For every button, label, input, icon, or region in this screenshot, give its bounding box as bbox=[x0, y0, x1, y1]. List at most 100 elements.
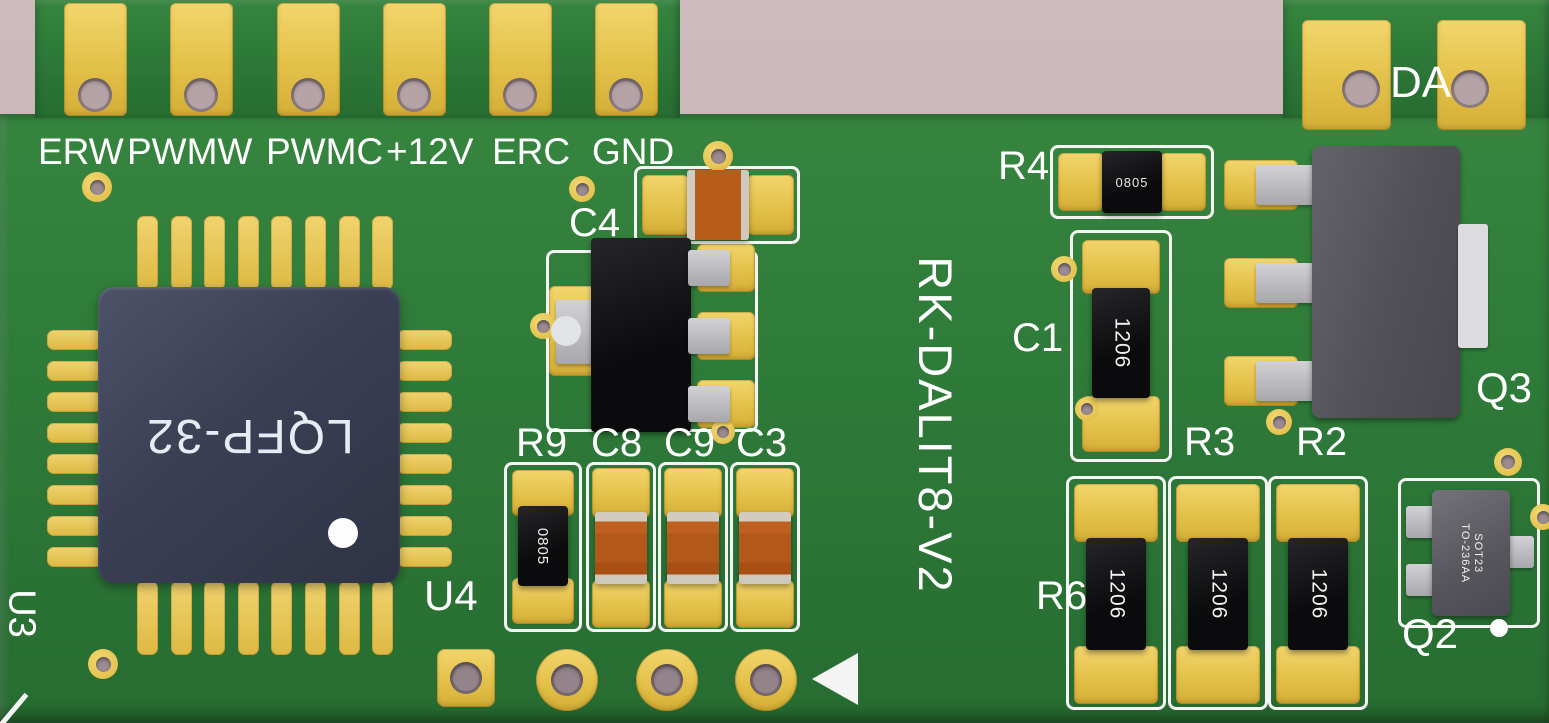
r4-body: 0805 bbox=[1102, 151, 1162, 213]
r2-body: 1206 bbox=[1288, 538, 1348, 650]
q2-silkscreen bbox=[1398, 478, 1540, 628]
q2-marking-line1: SOT23 bbox=[1472, 533, 1485, 573]
label-pwmc: PWMC bbox=[266, 131, 384, 172]
drill-hole bbox=[551, 664, 583, 696]
c4-capacitor-body bbox=[687, 170, 749, 240]
drill-hole bbox=[78, 78, 112, 112]
u3-pin bbox=[47, 454, 102, 474]
refdes-u4: U4 bbox=[424, 572, 478, 619]
q2-marking-line2: TO-236AA bbox=[1459, 523, 1471, 583]
r3-pad bbox=[1176, 646, 1260, 704]
drill-hole bbox=[750, 664, 782, 696]
u4-lead bbox=[688, 318, 730, 354]
q2-lead bbox=[1406, 564, 1436, 596]
c3-pad bbox=[736, 580, 794, 628]
refdes-c3: C3 bbox=[736, 421, 788, 465]
via bbox=[1494, 448, 1522, 476]
u3-pin bbox=[397, 516, 452, 536]
via bbox=[82, 172, 112, 202]
via bbox=[569, 176, 595, 202]
via-hole bbox=[717, 426, 729, 438]
da-pad-left bbox=[1302, 20, 1391, 130]
u3-pin bbox=[137, 216, 158, 290]
c9-pad bbox=[664, 580, 722, 628]
u3-pin bbox=[137, 581, 158, 655]
drill-hole bbox=[291, 78, 325, 112]
u3-pin bbox=[397, 547, 452, 567]
drill-hole bbox=[503, 78, 537, 112]
q2-lead bbox=[1406, 506, 1436, 538]
label-erc: ERC bbox=[492, 131, 571, 172]
u4-tab-hole bbox=[551, 316, 581, 346]
q3-lead bbox=[1256, 263, 1314, 303]
c3-pad bbox=[736, 468, 794, 518]
u3-pin bbox=[170, 581, 192, 655]
u3-pin1-dot bbox=[328, 518, 358, 548]
r2-silkscreen bbox=[1268, 476, 1368, 710]
via-hole bbox=[95, 656, 111, 672]
u3-pin bbox=[204, 216, 226, 290]
u3-pin bbox=[271, 581, 293, 655]
drill-hole bbox=[1451, 70, 1489, 108]
refdes-c1: C1 bbox=[1012, 316, 1064, 360]
r4-marking: 0805 bbox=[1115, 174, 1149, 190]
via-hole bbox=[1081, 403, 1093, 415]
refdes-r4: R4 bbox=[998, 144, 1050, 188]
u4-lead bbox=[688, 386, 730, 422]
pcb-connector-tab bbox=[35, 0, 680, 118]
u3-pin bbox=[237, 581, 259, 655]
u3-pin bbox=[397, 392, 452, 412]
mount-pad-round bbox=[735, 649, 797, 711]
u3-pin bbox=[397, 361, 452, 381]
u3-pin bbox=[47, 361, 102, 381]
via bbox=[1530, 504, 1549, 530]
q3-body bbox=[1312, 146, 1460, 418]
r2-marking: 1206 bbox=[1307, 568, 1330, 620]
silkscreen-arrow-icon bbox=[812, 653, 858, 705]
board-name: RK-DALIT8-V2 bbox=[909, 256, 962, 594]
label-gnd: GND bbox=[592, 131, 675, 172]
u3-pin bbox=[204, 581, 226, 655]
c9-pad bbox=[664, 468, 722, 518]
u3-pin bbox=[397, 454, 452, 474]
via bbox=[1075, 397, 1099, 421]
drill-hole bbox=[184, 78, 218, 112]
label-12v: +12V bbox=[386, 131, 474, 172]
via bbox=[88, 649, 118, 679]
u3-pin bbox=[397, 423, 452, 443]
u4-body bbox=[591, 238, 691, 432]
c1-silkscreen bbox=[1070, 230, 1172, 462]
drill-hole bbox=[651, 664, 683, 696]
r9-silkscreen bbox=[504, 462, 582, 632]
r6-pad bbox=[1074, 646, 1158, 704]
r9-body: 0805 bbox=[518, 506, 568, 586]
u3-pin bbox=[271, 216, 293, 290]
via-hole bbox=[1057, 262, 1071, 276]
connector-pad-12v bbox=[383, 3, 446, 116]
refdes-r6: R6 bbox=[1036, 574, 1088, 618]
mount-pad-square bbox=[437, 649, 495, 707]
r4-pad bbox=[1160, 153, 1206, 211]
u3-pin bbox=[47, 485, 102, 505]
c3-silkscreen bbox=[730, 462, 800, 632]
r2-pad bbox=[1276, 484, 1360, 542]
r4-pad bbox=[1058, 153, 1104, 211]
c4-pad bbox=[642, 175, 689, 235]
label-da: DA bbox=[1390, 58, 1452, 107]
refdes-c9: C9 bbox=[664, 421, 716, 465]
r3-marking: 1206 bbox=[1207, 568, 1230, 620]
u3-pin bbox=[305, 581, 326, 655]
connector-pad-erw bbox=[64, 3, 127, 116]
via bbox=[1051, 256, 1077, 282]
refdes-c8: C8 bbox=[591, 421, 643, 465]
connector-pad-gnd bbox=[595, 3, 658, 116]
connector-pad-erc bbox=[489, 3, 552, 116]
c1-pad bbox=[1082, 240, 1160, 294]
u3-pin bbox=[47, 516, 102, 536]
via-hole bbox=[710, 148, 726, 164]
u3-pin bbox=[372, 216, 394, 290]
u3-pin bbox=[237, 216, 259, 290]
c8-capacitor-body bbox=[595, 512, 647, 584]
drill-hole bbox=[1342, 70, 1380, 108]
